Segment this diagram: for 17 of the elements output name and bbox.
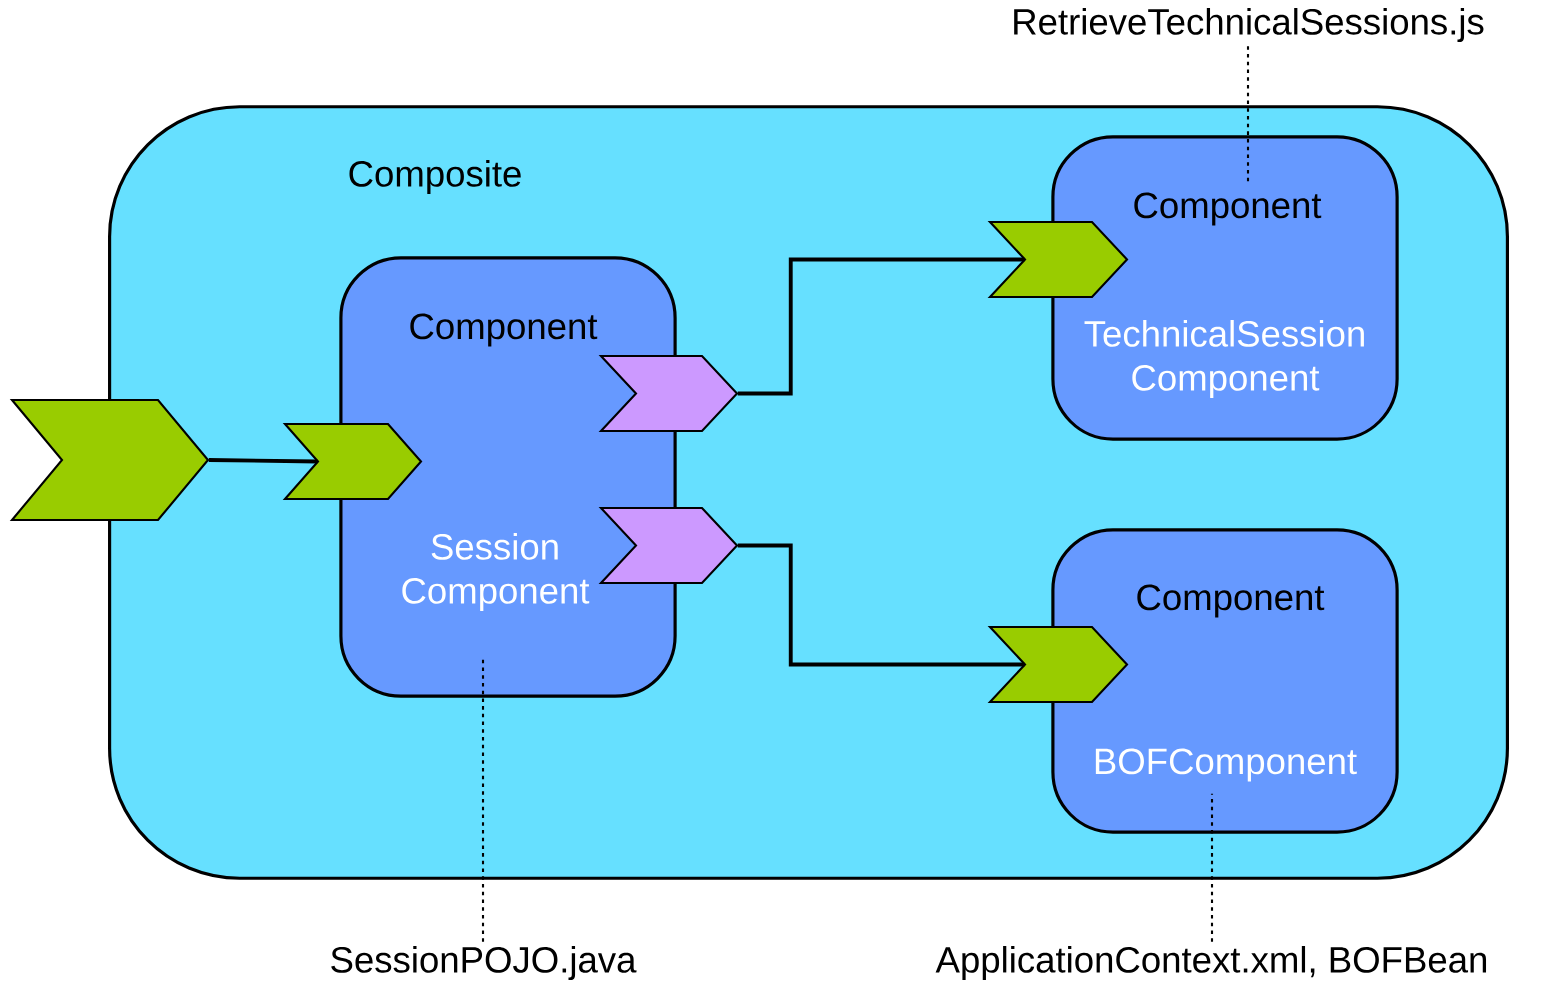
port-chevron (987, 220, 1129, 299)
file-label: SessionPOJO.java (331, 946, 637, 981)
leader-line (1210, 793, 1214, 942)
port-chevron (598, 506, 739, 585)
file-label: RetrieveTechnicalSessions.js (1014, 8, 1484, 43)
connector-line (737, 543, 1025, 667)
port-chevron (9, 398, 210, 522)
leader-line (1246, 46, 1250, 182)
file-label: ApplicationContext.xml, BOFBean (935, 946, 1486, 981)
component-box: Component BOFComponent (1051, 528, 1399, 834)
component-box: Component TechnicalSession Component (1051, 135, 1399, 441)
port-chevron (282, 422, 423, 501)
port-chevron (987, 625, 1129, 704)
leader-line (481, 657, 485, 942)
port-chevron (598, 354, 739, 433)
connector-line (737, 257, 1025, 396)
connector-line (208, 458, 318, 464)
